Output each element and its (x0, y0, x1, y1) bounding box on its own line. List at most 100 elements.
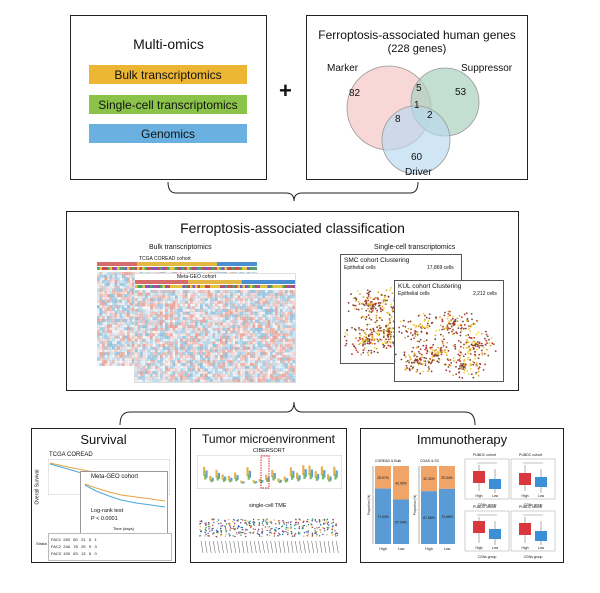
heatmap-cell (262, 376, 266, 380)
heatmap-cell (255, 306, 258, 310)
heatmap-cell (272, 325, 276, 329)
heatmap-annotation (212, 285, 215, 288)
heatmap-cell (182, 317, 186, 320)
heatmap-cell (227, 322, 231, 326)
heatmap-cell (187, 319, 191, 323)
heatmap-cell (205, 292, 208, 296)
heatmap-cell (157, 371, 161, 375)
heatmap-cell (135, 295, 138, 299)
heatmap-annotation (197, 267, 200, 270)
heatmap-cell (109, 332, 113, 336)
heatmap-cell (135, 308, 138, 312)
heatmap-cell (227, 379, 231, 382)
heatmap-cell (270, 325, 273, 329)
heatmap-cell (290, 336, 293, 339)
cell-point (366, 292, 369, 295)
meta-geo-heatmap-graphic (135, 280, 295, 382)
heatmap-cell (247, 357, 251, 361)
heatmap-cell (207, 357, 211, 361)
heatmap-cell (117, 294, 120, 298)
heatmap-cell (265, 327, 268, 331)
heatmap-cell (182, 325, 186, 329)
heatmap-cell (192, 333, 196, 337)
heatmap-cell (122, 307, 125, 311)
heatmap-cell (172, 298, 176, 302)
heatmap-cell (112, 341, 115, 345)
heatmap-cell (132, 294, 135, 298)
heatmap-cell (225, 303, 228, 307)
heatmap-cell (237, 341, 241, 345)
heatmap-cell (205, 349, 208, 353)
cell-point (376, 326, 378, 329)
heatmap-cell (227, 272, 230, 275)
heatmap-cell (185, 311, 188, 315)
heatmap-cell (142, 298, 146, 302)
heatmap-cell (197, 373, 201, 377)
heatmap-cell (109, 299, 113, 303)
heatmap-cell (225, 376, 228, 380)
heatmap-cell (255, 292, 258, 296)
heatmap-cell (122, 291, 125, 295)
heatmap-cell (112, 327, 115, 331)
heatmap-cell (212, 292, 216, 296)
heatmap-cell (257, 319, 261, 323)
heatmap-cell (225, 298, 228, 302)
heatmap-cell (242, 327, 246, 331)
heatmap-cell (137, 354, 141, 358)
heatmap-cell (152, 290, 156, 293)
heatmap-cell (165, 363, 168, 366)
heatmap-cell (290, 360, 293, 364)
cell-point (389, 335, 392, 338)
heatmap-annotation (247, 267, 250, 270)
heatmap-cell (127, 330, 130, 334)
heatmap-cell (205, 354, 208, 358)
heatmap-cell (207, 306, 211, 310)
heatmap-cell (185, 325, 188, 329)
heatmap-cell (245, 314, 248, 318)
heatmap-cell (285, 352, 288, 356)
heatmap-cell (137, 373, 141, 377)
heatmap-cell (177, 295, 181, 299)
heatmap-cell (175, 322, 178, 326)
heatmap-cell (170, 306, 173, 310)
heatmap-cell (235, 354, 238, 358)
heatmap-annotation (137, 262, 177, 266)
heatmap-cell (127, 280, 130, 284)
heatmap-cell (240, 314, 243, 318)
heatmap-annotation (242, 267, 245, 270)
heatmap-cell (117, 299, 120, 303)
heatmap-cell (157, 336, 161, 339)
heatmap-cell (114, 330, 118, 334)
heatmap-cell (192, 272, 195, 275)
heatmap-cell (210, 327, 213, 331)
heatmap-cell (107, 285, 110, 289)
heatmap-cell (160, 327, 163, 331)
heatmap-cell (155, 333, 158, 337)
heatmap-cell (292, 363, 295, 366)
heatmap-cell (167, 336, 171, 339)
heatmap-cell (137, 272, 140, 275)
heatmap-cell (232, 272, 235, 275)
heatmap-cell (97, 349, 100, 353)
cell-point (387, 338, 390, 341)
heatmap-cell (114, 299, 118, 303)
heatmap-cell (147, 292, 151, 296)
heatmap-annotation (219, 267, 222, 270)
heatmap-annotation (265, 285, 268, 288)
heatmap-cell (177, 349, 181, 353)
heatmap-cell (162, 336, 166, 339)
heatmap-cell (145, 346, 148, 350)
heatmap-cell (280, 322, 283, 326)
heatmap-cell (152, 357, 156, 361)
heatmap-cell (287, 325, 291, 329)
heatmap-cell (155, 330, 158, 334)
heatmap-cell (187, 292, 191, 296)
heatmap-cell (287, 373, 291, 377)
heatmap-cell (107, 324, 110, 328)
heatmap-cell (267, 357, 271, 361)
heatmap-cell (255, 341, 258, 345)
heatmap-cell (117, 288, 120, 292)
heatmap-cell (205, 357, 208, 361)
heatmap-cell (162, 333, 166, 337)
heatmap-cell (119, 330, 123, 334)
